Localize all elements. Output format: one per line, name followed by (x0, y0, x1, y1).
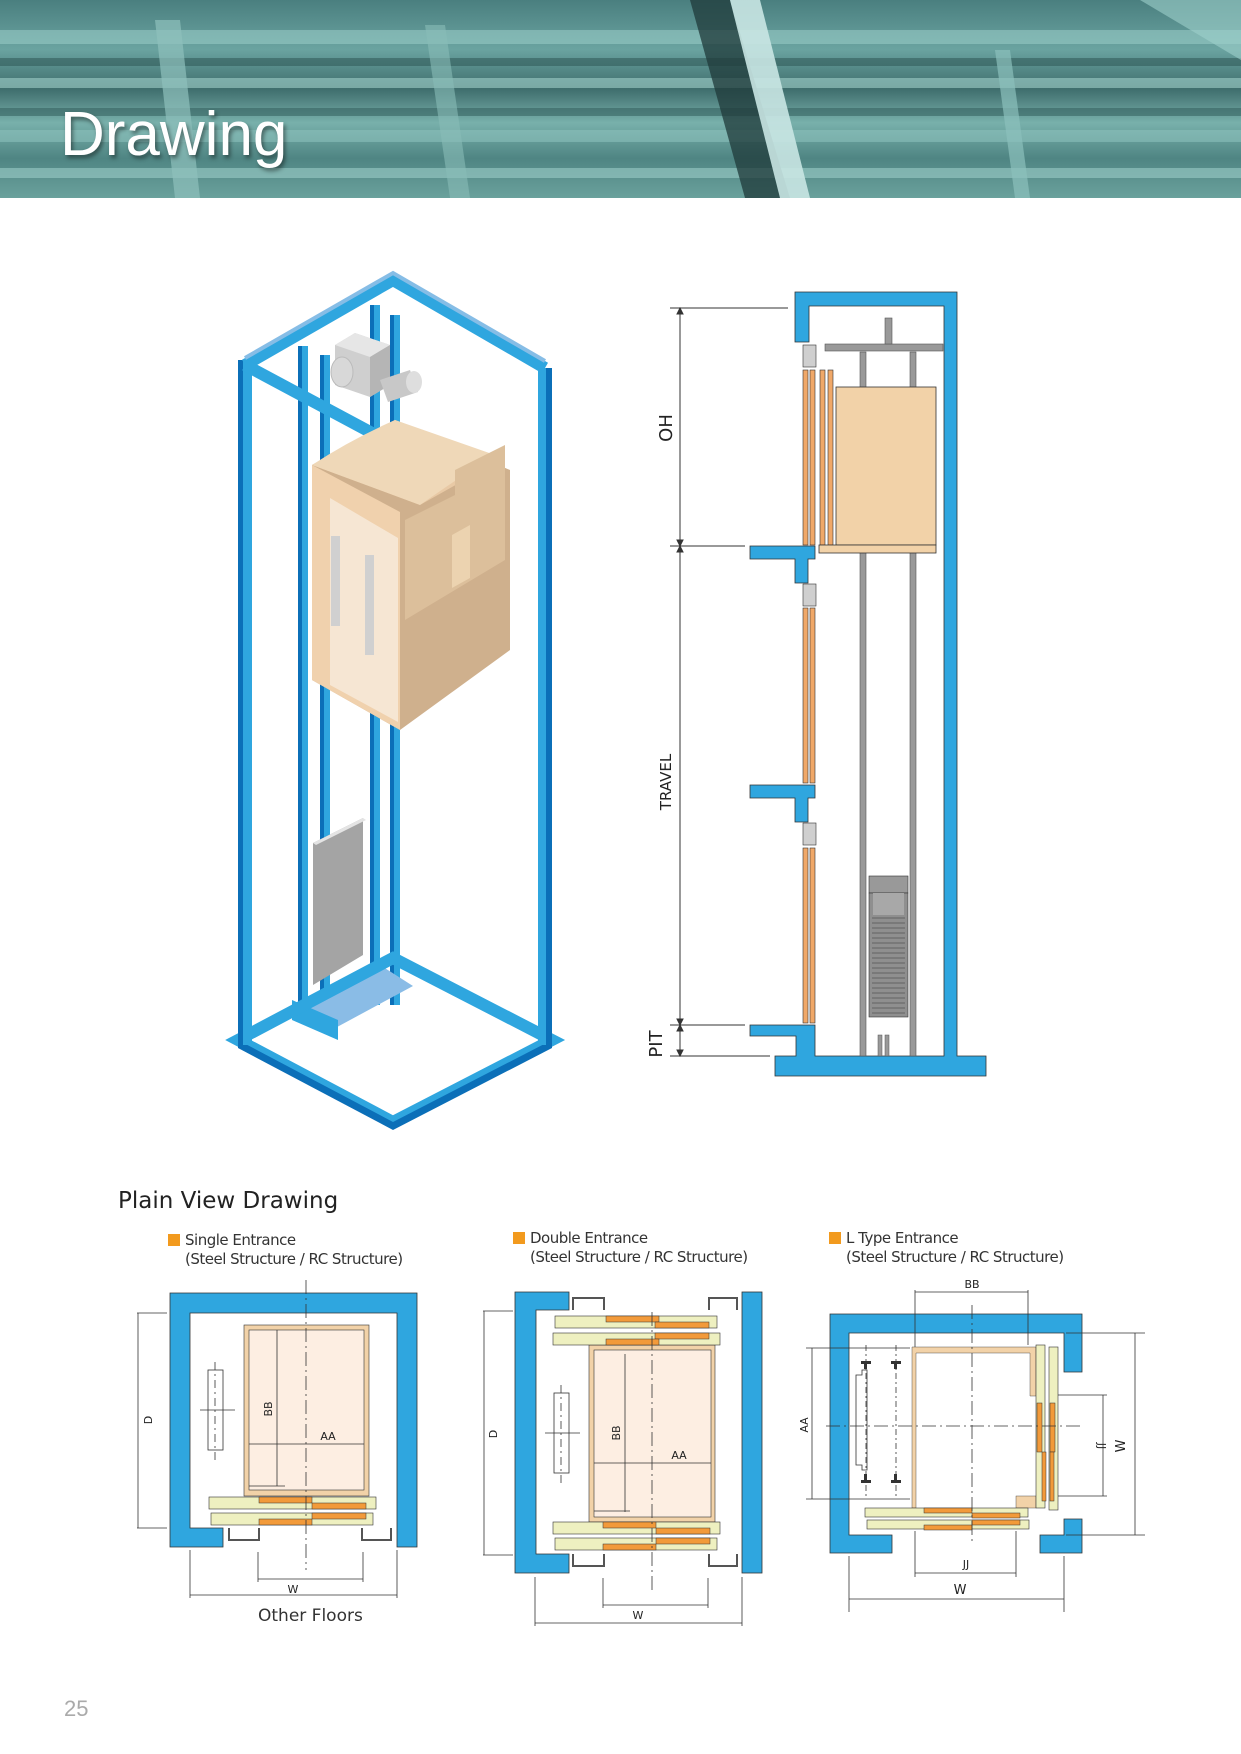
counterweight (313, 818, 366, 985)
header-banner: Drawing (0, 0, 1241, 198)
plan-view-heading: Plain View Drawing (118, 1188, 339, 1214)
oh-label: OH (656, 414, 677, 442)
dim-bb-label: BB (262, 1401, 275, 1416)
dim-aa-label: AA (320, 1430, 336, 1443)
legend-subtitle: (Steel Structure / RC Structure) (530, 1248, 748, 1266)
legend-subtitle: (Steel Structure / RC Structure) (185, 1250, 403, 1268)
plan-single-entrance: D BB AA W (137, 1280, 418, 1598)
dim-w-label: W (633, 1609, 644, 1622)
plan-double-entrance: D BB AA W (483, 1291, 763, 1626)
elevator-car (312, 420, 510, 730)
dim-d-label: D (142, 1416, 155, 1424)
banner-photo (0, 0, 1241, 198)
buffers (877, 1034, 890, 1057)
page-number: 25 (64, 1696, 89, 1721)
legend-double-entrance: Double Entrance (Steel Structure / RC St… (513, 1229, 748, 1267)
dim-w-label: W (288, 1583, 299, 1596)
plan-l-type-entrance: BB AA JJ W JJ W (798, 1278, 1145, 1612)
isometric-elevator-drawing (225, 270, 566, 1130)
dim-bb-label: BB (964, 1278, 979, 1291)
counterweight-section (868, 875, 909, 1018)
dim-w-side-label: W (1114, 1439, 1129, 1452)
legend-title: L Type Entrance (846, 1229, 959, 1247)
legend-swatch (829, 1232, 841, 1244)
landing-doors (802, 344, 817, 1024)
legend-l-type-entrance: L Type Entrance (Steel Structure / RC St… (829, 1229, 1064, 1267)
dim-w-bottom-label: W (954, 1583, 967, 1598)
dim-jj-front-label: JJ (962, 1558, 970, 1571)
section-elevation-drawing: OH TRAVEL PIT (646, 291, 987, 1077)
legend-swatch (168, 1234, 180, 1246)
shaft-walls (749, 291, 987, 1077)
dimension-lines (670, 306, 788, 1058)
other-floors-caption: Other Floors (258, 1606, 363, 1626)
legend-subtitle: (Steel Structure / RC Structure) (846, 1248, 1064, 1266)
car-platform (818, 544, 937, 554)
dim-bb-label: BB (610, 1425, 623, 1440)
travel-label: TRAVEL (657, 753, 675, 811)
frame-columns (238, 360, 552, 1045)
rails (824, 317, 944, 1057)
page-title: Drawing (60, 100, 288, 169)
dim-d-label: D (487, 1430, 500, 1438)
dim-aa-label: AA (671, 1449, 687, 1462)
traction-machine (330, 333, 422, 402)
counterweight-slats (872, 917, 905, 1014)
legend-single-entrance: Single Entrance (Steel Structure / RC St… (168, 1231, 403, 1269)
legend-title: Double Entrance (530, 1229, 648, 1247)
car-body (835, 386, 937, 546)
legend-swatch (513, 1232, 525, 1244)
pit-label: PIT (646, 1029, 667, 1057)
legend-title: Single Entrance (185, 1231, 296, 1249)
dim-aa-label: AA (798, 1417, 811, 1433)
dim-jj-side-label: JJ (1095, 1442, 1108, 1450)
